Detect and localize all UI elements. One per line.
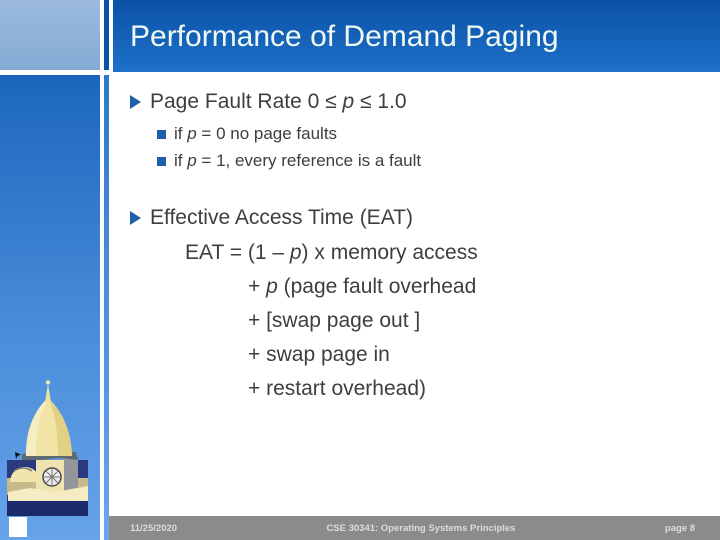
bullet-square-icon [157, 157, 166, 166]
dome-front-wall [8, 486, 88, 504]
footer-date: 11/25/2020 [130, 522, 178, 534]
dome-eyebrow-line [13, 467, 33, 472]
dome-spire [45, 384, 51, 402]
text-segment: if [174, 124, 188, 143]
sub-bullet-p-equals-0: if p = 0 no page faults [157, 124, 337, 144]
footer-course-title: CSE 30341: Operating Systems Principles [326, 522, 516, 534]
text-segment: (page fault overhead [277, 275, 477, 298]
eat-formula-line-4: + swap page in [248, 343, 390, 367]
text-segment: EAT = (1 – [185, 241, 290, 264]
formula-text: EAT = (1 – p) x memory access [185, 241, 478, 265]
text-segment: = 1, every reference is a fault [196, 151, 422, 170]
sub-bullet-text: if p = 0 no page faults [174, 124, 337, 144]
title-bar: Performance of Demand Paging [113, 0, 720, 72]
text-segment-italic-p: p [187, 124, 197, 143]
text-segment-italic-p: p [289, 241, 302, 264]
bullet-effective-access-time: Effective Access Time (EAT) [130, 206, 413, 230]
dome-cupola-shade [48, 398, 72, 456]
cursor-artifact [15, 452, 21, 459]
sub-bullet-p-equals-1: if p = 1, every reference is a fault [157, 151, 421, 171]
accent-stripe-top [104, 0, 109, 70]
sidebar-top-block [0, 0, 100, 70]
dome-drum-shadow [62, 458, 78, 496]
dome-cupola-highlight [26, 398, 48, 456]
bullet-square-icon [157, 130, 166, 139]
text-segment: ≤ 1.0 [354, 90, 407, 113]
sub-bullet-text: if p = 1, every reference is a fault [174, 151, 421, 171]
dome-base-bar [7, 501, 88, 516]
formula-text: + swap page in [248, 343, 390, 366]
text-segment: = 0 no page faults [196, 124, 338, 143]
eat-formula-line-1: EAT = (1 – p) x memory access [185, 241, 478, 265]
bullet-text: Effective Access Time (EAT) [150, 206, 413, 229]
bullet-arrow-icon [130, 95, 141, 109]
corner-white-square [9, 517, 27, 537]
dome-spire-ball [45, 380, 51, 385]
formula-text: + p (page fault overhead [248, 275, 476, 299]
formula-text: + restart overhead) [248, 377, 427, 400]
text-segment: if [174, 151, 188, 170]
footer-bar: 11/25/2020 CSE 30341: Operating Systems … [109, 516, 720, 540]
text-segment: ) x memory access [301, 241, 478, 264]
text-segment-italic-p: p [342, 90, 355, 113]
formula-text: + [swap page out ] [248, 309, 421, 332]
bullet-page-fault-rate: Page Fault Rate 0 ≤ p ≤ 1.0 [130, 90, 407, 114]
eat-formula-line-2: + p (page fault overhead [248, 275, 476, 299]
text-segment: + [248, 275, 267, 298]
dome-window-spokes [43, 468, 61, 486]
eat-formula-line-3: + [swap page out ] [248, 309, 420, 333]
notre-dame-dome-illustration [7, 380, 88, 537]
accent-stripe-bottom [104, 75, 109, 540]
footer-page-number: page 8 [664, 522, 695, 534]
bullet-text: Page Fault Rate 0 ≤ p ≤ 1.0 [150, 90, 407, 114]
text-segment: Page Fault Rate 0 ≤ [150, 90, 343, 113]
eat-formula-line-5: + restart overhead) [248, 377, 426, 401]
slide-title: Performance of Demand Paging [130, 20, 559, 53]
dome-left-dormer [10, 467, 40, 482]
bullet-arrow-icon [130, 211, 141, 225]
text-segment-italic-p: p [266, 275, 278, 298]
text-segment-italic-p: p [187, 151, 197, 170]
